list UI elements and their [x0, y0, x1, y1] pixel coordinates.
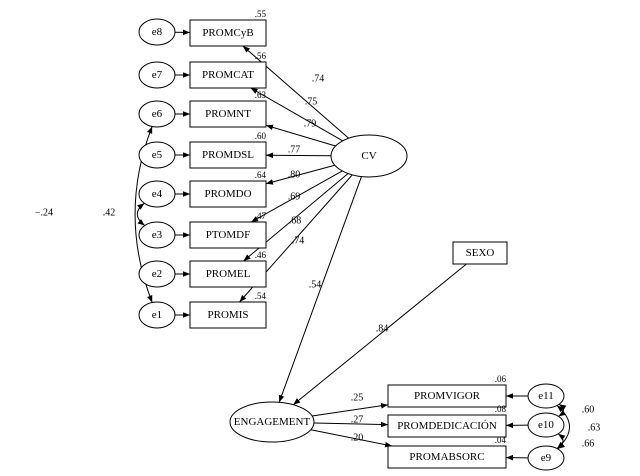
latent-label-engagement: ENGAGEMENT: [234, 416, 311, 428]
covariance-label-e11-e10: .60: [582, 405, 595, 416]
error-e5: [138, 141, 176, 169]
coef-cv-to-promdo: .80: [288, 170, 301, 181]
coef-cv-to-promnt: .79: [304, 119, 317, 130]
error-e3: [138, 221, 176, 249]
latent-cv: [330, 134, 408, 178]
r2-label-promcyb: .55: [255, 9, 267, 19]
r2-label-promcat: .56: [255, 51, 267, 61]
r2-label-promis: .54: [255, 291, 267, 301]
coef-cv-to-ptomdf: .69: [288, 192, 301, 203]
box-promis: [189, 301, 267, 329]
box-promvigor: [387, 384, 507, 408]
error-e4: [138, 180, 176, 208]
path-cv-to-ptomdf: [250, 170, 343, 223]
path-cv-to-engagement: [278, 176, 362, 403]
coef-cv-to-promel: .68: [289, 216, 302, 227]
path-sexo-to-engagement: [292, 263, 467, 406]
coef-cv-to-promcyb: .74: [312, 74, 325, 85]
r2-label-promabsorc: .04: [495, 435, 507, 445]
box-promdedicacion: [387, 414, 507, 438]
edges-layer: [134, 29, 571, 461]
nodes-layer: [138, 18, 565, 471]
box-promcat: [189, 61, 267, 89]
covariance-label-e4-e3: .42: [103, 208, 116, 219]
path-cv-to-promcyb: [242, 45, 349, 139]
box-promabsorc: [387, 445, 507, 469]
coef-cv-to-promis: .74: [292, 236, 305, 247]
coef-engagement-to-promabsorc: .20: [351, 433, 364, 444]
r2-label-promdo: .64: [255, 170, 267, 180]
r2-label-promnt: .63: [255, 90, 267, 100]
error-e8: [138, 18, 176, 46]
error-label-e5: e5: [152, 149, 163, 161]
box-sexo: [452, 241, 508, 265]
error-e1: [138, 301, 176, 329]
error-e10: [527, 412, 565, 438]
latent-label-cv: CV: [361, 150, 376, 162]
error-label-e10: e10: [538, 419, 554, 431]
box-label-promvigor: PROMVIGOR: [414, 390, 481, 402]
path-engagement-to-promdedicacion: [313, 421, 389, 428]
covariance-label-e10-e9: .66: [582, 439, 595, 450]
r2-label-promel: .46: [255, 250, 267, 260]
box-label-promdo: PROMDO: [204, 188, 251, 200]
path-engagement-to-promabsorc: [310, 429, 393, 448]
covariance-e4-e3: [136, 202, 146, 226]
error-e7: [138, 61, 176, 89]
box-label-promdedicacion: PROMDEDICACIÓN: [397, 420, 497, 432]
error-label-e7: e7: [152, 69, 163, 81]
latent-engagement: [229, 401, 315, 443]
error-e6: [138, 100, 176, 128]
coef-cv-to-promcat: .75: [305, 97, 318, 108]
r2-label-promdedicacion: .08: [495, 404, 507, 414]
error-label-e9: e9: [541, 452, 552, 464]
path-cv-to-promcat: [250, 87, 343, 142]
error-label-e3: e3: [152, 229, 163, 241]
coef-engagement-to-promvigor: .25: [351, 393, 364, 404]
error-e11: [527, 383, 565, 409]
error-label-e11: e11: [538, 390, 553, 402]
box-promel: [189, 260, 267, 288]
error-label-e1: e1: [152, 309, 162, 321]
box-label-sexo: SEXO: [466, 247, 495, 259]
path-cv-to-promnt: [265, 124, 336, 147]
box-promnt: [189, 100, 267, 128]
path-cv-to-promdo: [265, 164, 335, 185]
labels-layer: PROMCyB.55PROMCAT.56PROMNT.63PROMDSL.60P…: [35, 9, 600, 464]
coef-cv-to-engagement: .54: [309, 280, 322, 291]
box-promdsl: [189, 141, 267, 169]
covariance-label-e11-e9: .63: [588, 423, 601, 434]
error-label-e6: e6: [152, 108, 163, 120]
box-label-ptomdf: PTOMDF: [206, 229, 250, 241]
box-label-promel: PROMEL: [206, 268, 251, 280]
box-label-promcyb: PROMCyB: [202, 27, 253, 39]
box-label-promdsl: PROMDSL: [202, 149, 254, 161]
box-label-promnt: PROMNT: [205, 108, 251, 120]
box-label-promcat: PROMCAT: [202, 69, 254, 81]
error-e9: [527, 445, 565, 471]
r2-label-ptomdf: .47: [255, 211, 267, 221]
error-label-e4: e4: [152, 188, 163, 200]
box-promcyb: [189, 19, 267, 47]
box-label-promabsorc: PROMABSORC: [409, 451, 484, 463]
covariance-label-e6-e1: −.24: [35, 208, 53, 219]
box-ptomdf: [189, 221, 267, 249]
error-e2: [138, 260, 176, 288]
error-label-e8: e8: [152, 26, 163, 38]
coef-sexo-to-engagement: .84: [376, 324, 389, 335]
coef-cv-to-promdsl: .77: [288, 145, 301, 156]
box-promdo: [189, 180, 267, 208]
path-engagement-to-promvigor: [312, 403, 389, 417]
r2-label-promdsl: .60: [255, 131, 267, 141]
box-label-promis: PROMIS: [208, 309, 249, 321]
covariance-e10-e9: [557, 433, 566, 450]
coef-engagement-to-promdedicacion: .27: [351, 415, 364, 426]
r2-label-promvigor: .06: [495, 374, 507, 384]
error-label-e2: e2: [152, 268, 162, 280]
